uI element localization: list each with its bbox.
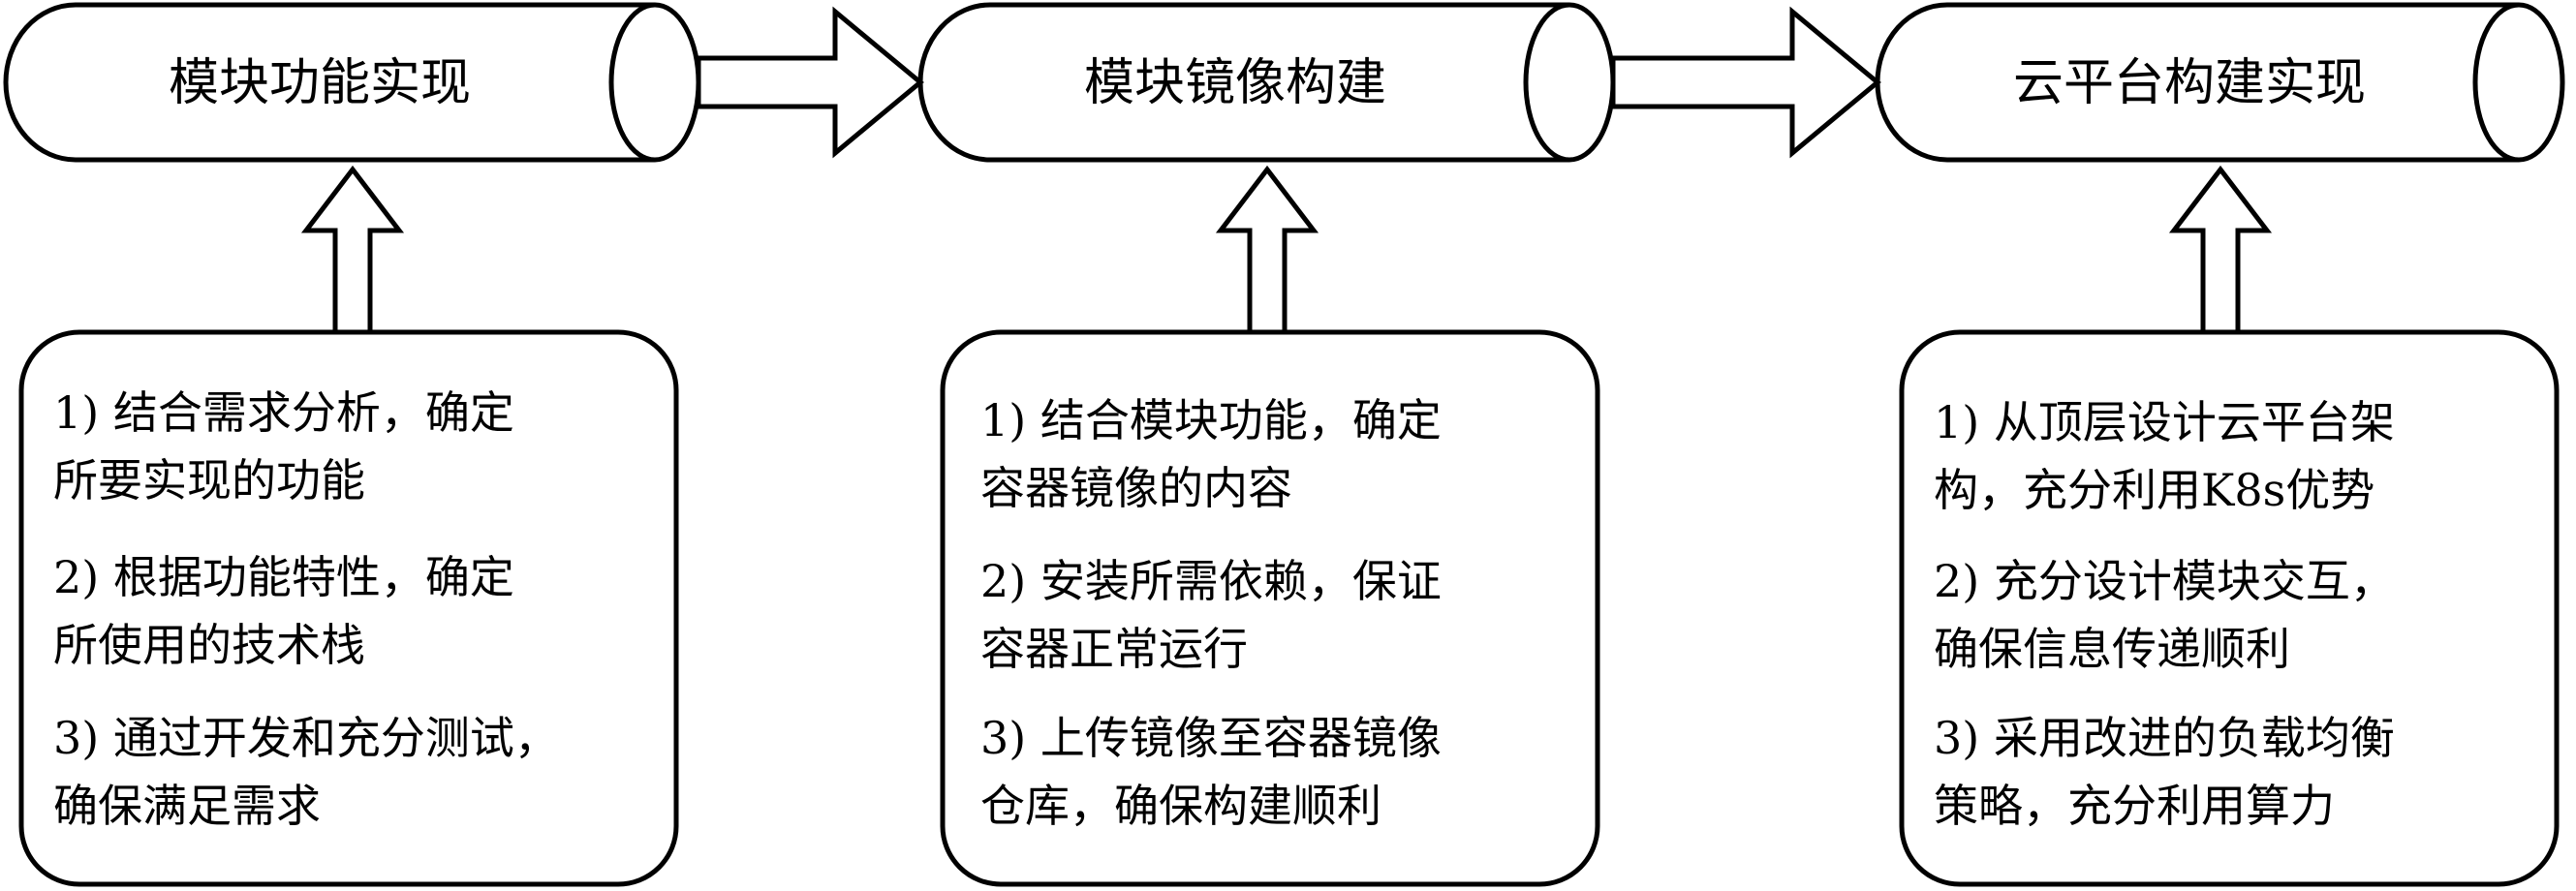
detail-box-3: [1899, 329, 2560, 887]
flow-arrow-1-to-2: [696, 6, 924, 159]
stage-cylinder-2: 模块镜像构建: [917, 2, 1616, 163]
flow-arrow-2-to-3: [1610, 6, 1881, 159]
detail-item-1-2-line-2: 所使用的技术栈: [53, 619, 365, 671]
detail-item-3-3-line-1: 3) 采用改进的负载均衡: [1934, 712, 2395, 764]
stage-title-1: 模块功能实现: [169, 54, 471, 112]
detail-item-2-3-line-2: 仓库，确保构建顺利: [980, 780, 1381, 832]
detail-list-1: 1) 结合需求分析，确定 所要实现的功能 2) 根据功能特性，确定 所使用的技术…: [53, 386, 559, 832]
detail-item-3-3-line-2: 策略，充分利用算力: [1934, 780, 2335, 832]
up-arrow-1: [300, 165, 405, 335]
detail-item-1-3-line-2: 确保满足需求: [53, 780, 321, 832]
detail-list-3: 1) 从顶层设计云平台架 构，充分利用K8s优势 2) 充分设计模块交互， 确保…: [1934, 396, 2395, 832]
detail-item-2-1-line-2: 容器镜像的内容: [980, 462, 1292, 514]
detail-item-1-1-line-1: 1) 结合需求分析，确定: [53, 386, 514, 439]
up-arrow-2: [1215, 165, 1319, 335]
detail-list-2: 1) 结合模块功能，确定 容器镜像的内容 2) 安装所需依赖，保证 容器正常运行…: [980, 394, 1442, 832]
detail-item-2-3-line-1: 3) 上传镜像至容器镜像: [980, 712, 1442, 764]
up-arrow-3: [2168, 165, 2273, 335]
detail-item-2-2-line-1: 2) 安装所需依赖，保证: [980, 555, 1442, 607]
detail-item-3-1-line-1: 1) 从顶层设计云平台架: [1934, 396, 2395, 448]
stage-title-2: 模块镜像构建: [1084, 54, 1386, 112]
detail-item-3-2-line-1: 2) 充分设计模块交互，: [1934, 555, 2395, 607]
stage-cylinder-1: 模块功能实现: [3, 2, 701, 163]
detail-item-2-1-line-1: 1) 结合模块功能，确定: [980, 394, 1442, 446]
detail-box-2: [940, 329, 1600, 887]
detail-item-3-1-line-2: 构，充分利用K8s优势: [1934, 464, 2374, 516]
stage-title-3: 云平台构建实现: [2013, 54, 2366, 112]
detail-item-1-2-line-1: 2) 根据功能特性，确定: [53, 551, 514, 603]
stage-cylinder-3: 云平台构建实现: [1875, 2, 2565, 163]
detail-item-1-1-line-2: 所要实现的功能: [53, 454, 365, 507]
detail-item-3-2-line-2: 确保信息传递顺利: [1934, 623, 2290, 675]
detail-box-1: [18, 329, 679, 887]
detail-item-2-2-line-2: 容器正常运行: [980, 623, 1248, 675]
detail-item-1-3-line-1: 3) 通过开发和充分测试，: [53, 712, 559, 764]
